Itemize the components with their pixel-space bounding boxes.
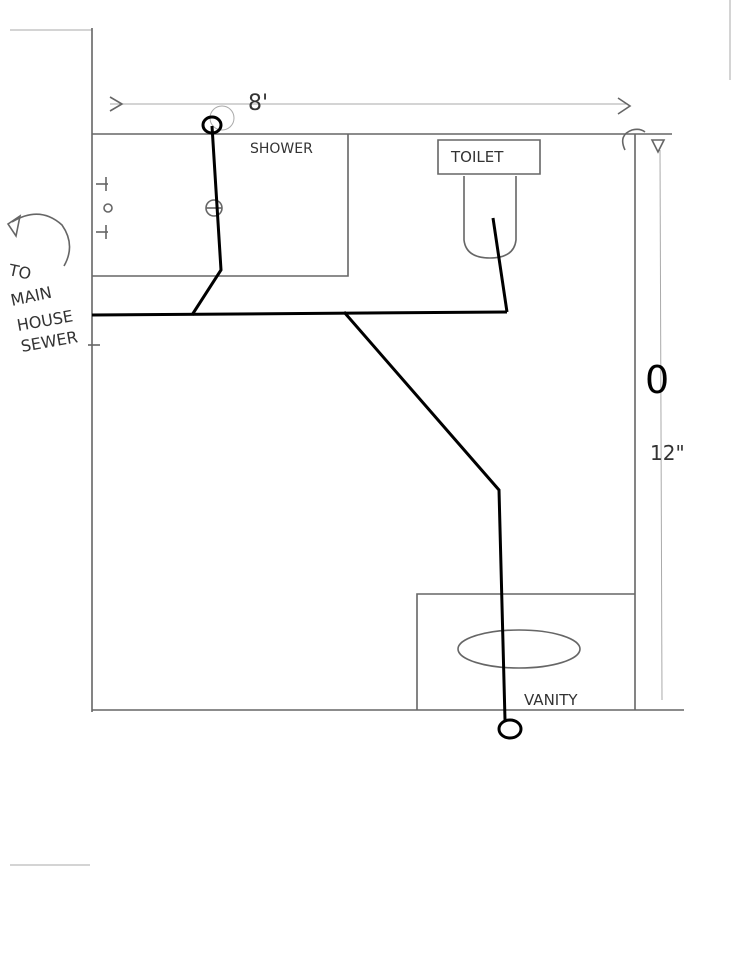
toilet-bowl [463, 176, 517, 259]
length-dimension-bottom: 12" [650, 441, 685, 465]
shower-drain-pipe [190, 125, 223, 316]
dimension-arrow-left [109, 96, 124, 112]
dimension-arrow-right [617, 97, 632, 115]
toilet-label: TOILET [450, 148, 504, 166]
shower-enclosure [92, 134, 349, 277]
width-dimension-label: 8' [248, 91, 268, 116]
toilet-tank [437, 139, 541, 175]
curved-arrow-icon [11, 213, 71, 267]
vanity-label: VANITY [524, 691, 578, 709]
toilet-drain-pipe [491, 217, 509, 313]
valve-handle-icon [103, 203, 113, 213]
sewer-note-line-1: TO [6, 260, 33, 283]
dimension-arrow-top [650, 139, 666, 154]
arrow-head-icon [6, 214, 22, 239]
sewer-note-line-2: MAIN [9, 283, 53, 310]
length-dimension-top: 0 [645, 358, 669, 402]
dimension-line-vertical [659, 149, 663, 701]
vanity-sink [457, 629, 581, 669]
vanity-vent-stack-icon [497, 718, 523, 740]
vanity-drain-pipe [342, 311, 507, 721]
shower-vent-stack-icon [201, 115, 223, 135]
corner-mark [621, 128, 646, 151]
vanity-counter [416, 593, 635, 710]
main-drain-pipe [91, 310, 508, 317]
shower-label: SHOWER [250, 141, 313, 157]
